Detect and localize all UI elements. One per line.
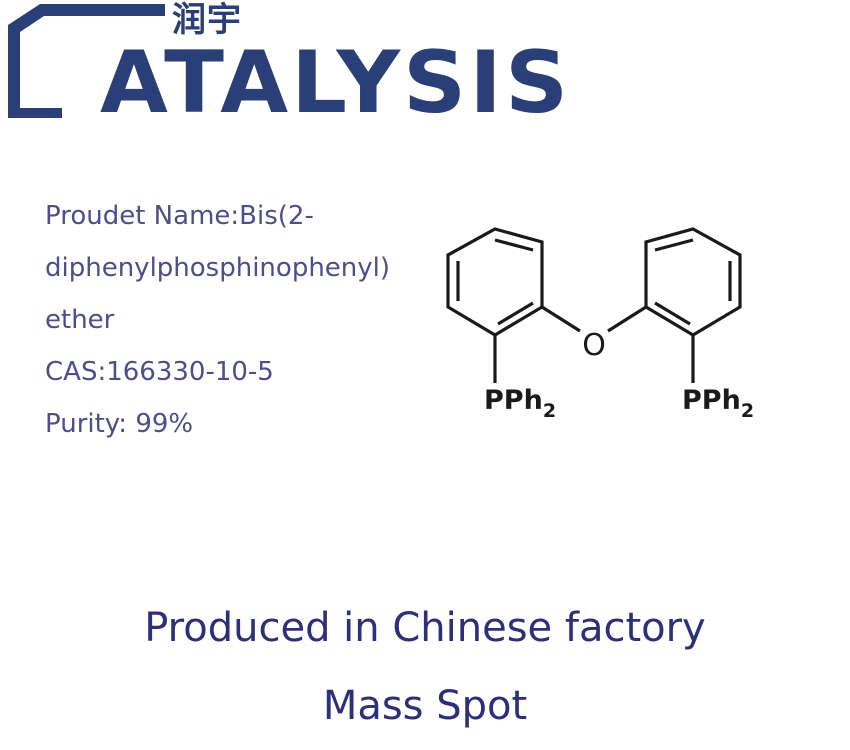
right-pph2-label: PPh2 <box>682 385 754 422</box>
right-benzene-ring <box>644 227 742 337</box>
logo-wordmark: ATALYSIS <box>100 33 572 133</box>
left-benzene-ring <box>446 227 544 337</box>
oxygen-atom-label: O <box>582 328 606 363</box>
product-info: Proudet Name:Bis(2- diphenylphosphinophe… <box>45 190 445 450</box>
logo-chinese-text: 润宇 <box>172 0 242 40</box>
product-name-line-3: ether <box>45 305 115 335</box>
catalysis-logo: 润宇 ATALYSIS <box>0 0 568 130</box>
product-name-line-2: diphenylphosphinophenyl) <box>45 253 391 283</box>
cas-number: CAS:166330-10-5 <box>45 357 274 387</box>
chemical-structure: O PPh2 PPh2 <box>446 227 754 422</box>
stock-tagline: Mass Spot <box>322 683 528 729</box>
purity: Purity: 99% <box>45 409 194 439</box>
factory-tagline: Produced in Chinese factory <box>144 605 706 651</box>
left-pph2-label: PPh2 <box>484 385 556 422</box>
logo-c-outline-icon <box>8 4 165 118</box>
product-name-line-1: Proudet Name:Bis(2- <box>45 201 314 231</box>
